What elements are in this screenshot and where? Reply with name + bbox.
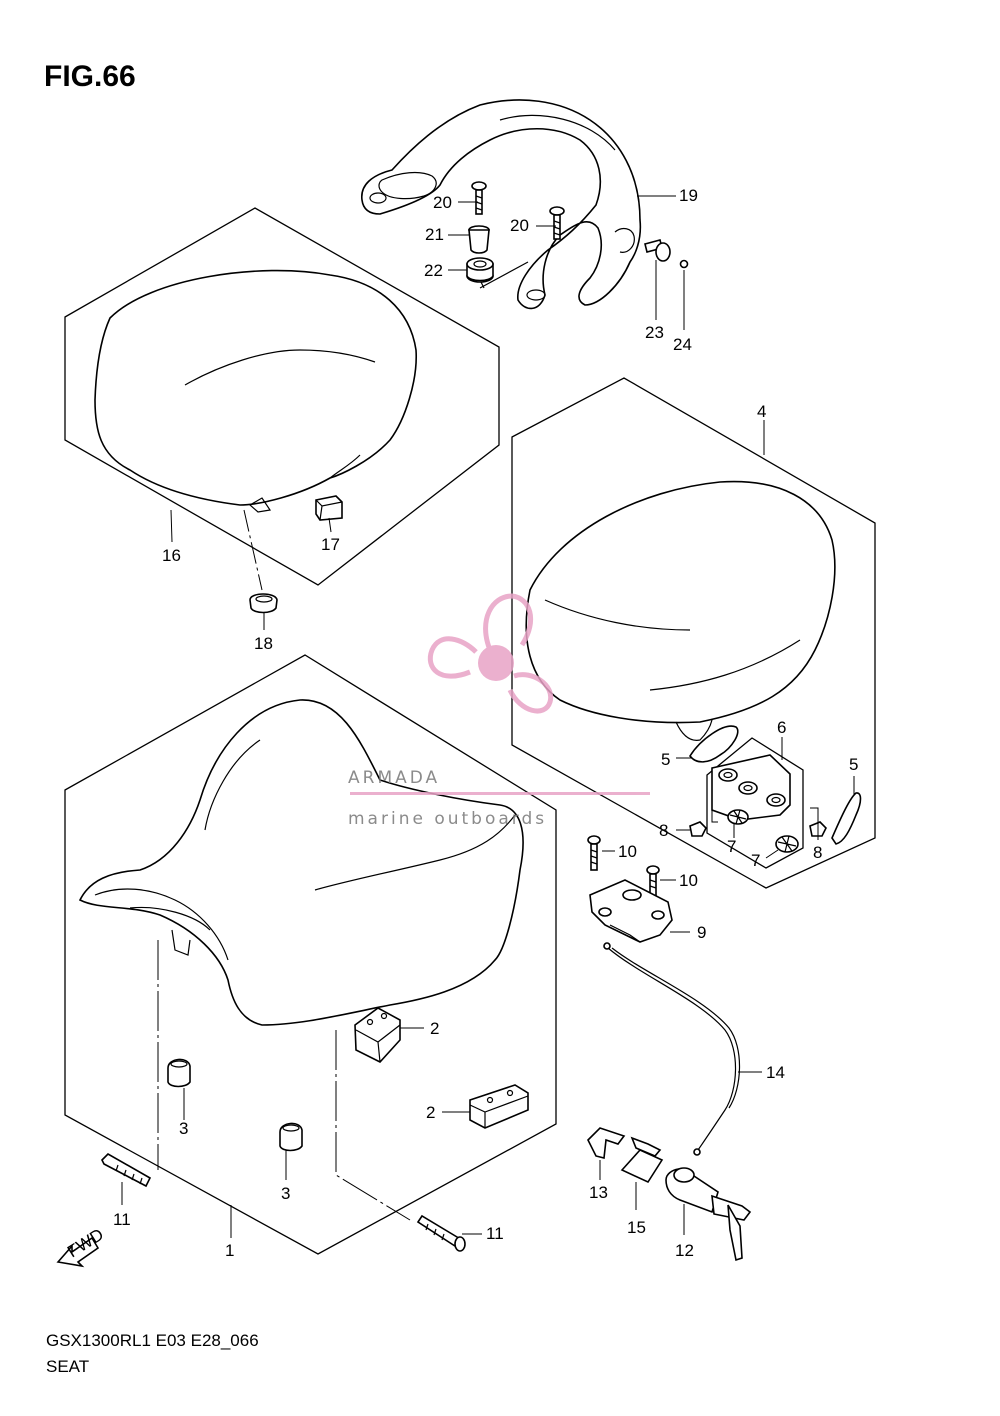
callout-5b: 5 [849, 755, 858, 774]
key-cylinder-part-12 [665, 1167, 752, 1262]
callout-13: 13 [589, 1183, 608, 1202]
front-seat-part [78, 699, 524, 1026]
clip-part-24 [679, 259, 689, 269]
grommet-part-18 [249, 593, 278, 614]
watermark-tagline: marine outboards [348, 809, 547, 829]
section-name: SEAT [46, 1357, 90, 1376]
watermark-brand: ARMADA [348, 768, 440, 788]
bolt-part-20b [549, 206, 565, 240]
callout-22: 22 [424, 261, 443, 280]
seat-tail-cover-part [525, 480, 836, 741]
tail-cover-box [511, 377, 876, 889]
bolt-part-11a [101, 1153, 152, 1188]
bolt-part-20a [471, 181, 487, 215]
callout-3b: 3 [281, 1184, 290, 1203]
rear-seat-box [64, 207, 500, 586]
cushion-part-5b [831, 792, 862, 845]
callout-20b: 20 [510, 216, 529, 235]
lock-arm-part-13 [587, 1127, 626, 1159]
callout-2a: 2 [430, 1019, 439, 1038]
figure-title: FIG.66 [44, 60, 136, 93]
callout-11a: 11 [113, 1210, 131, 1229]
callout-19: 19 [679, 186, 698, 205]
callout-3a: 3 [179, 1119, 188, 1138]
callout-5a: 5 [661, 750, 670, 769]
forward-arrow-icon: FWD [56, 1225, 107, 1268]
bolt-part-10a [587, 835, 601, 871]
callout-leaders [121, 195, 855, 1238]
lock-cable-part-14 [603, 942, 741, 1156]
callout-24: 24 [673, 335, 692, 354]
callout-17: 17 [321, 535, 340, 554]
callout-15: 15 [627, 1218, 646, 1237]
callout-4: 4 [757, 402, 766, 421]
callout-20a: 20 [433, 193, 452, 212]
lock-plate-part-15 [620, 1136, 664, 1184]
callout-23: 23 [645, 323, 664, 342]
callout-numbers: 19 20 20 21 22 23 24 16 17 18 4 5 6 5 8 … [113, 186, 858, 1260]
front-seat-box [64, 654, 557, 1255]
grommet-part-22 [466, 257, 494, 283]
callout-10b: 10 [679, 871, 698, 890]
callout-14: 14 [766, 1063, 785, 1082]
screw-part-23 [644, 239, 671, 262]
tail-lock-subbox [706, 737, 804, 869]
callout-21: 21 [425, 225, 444, 244]
seat-lock-part-9 [589, 879, 673, 943]
callout-8b: 8 [813, 843, 822, 862]
seat-pad-part-17 [315, 495, 343, 521]
callout-12: 12 [675, 1241, 694, 1260]
callout-16: 16 [162, 546, 181, 565]
callout-9: 9 [697, 923, 706, 942]
callout-11b: 11 [486, 1224, 504, 1243]
nut-part-8a [689, 821, 707, 837]
callout-7a: 7 [727, 837, 736, 856]
cushion-part-3a [167, 1058, 191, 1088]
callout-7b: 7 [751, 851, 760, 870]
callout-8a: 8 [659, 821, 668, 840]
watermark-logo: ARMADA marine outboards [348, 593, 650, 829]
propeller-icon [427, 593, 554, 714]
cushion-part-5a [689, 725, 739, 763]
propeller-hub-icon [478, 645, 514, 681]
callout-10a: 10 [618, 842, 637, 861]
grab-rail-part [361, 99, 642, 310]
rear-seat-part [94, 269, 417, 513]
bolt-part-11b [416, 1214, 466, 1252]
cushion-part-3b [279, 1122, 303, 1152]
seat-damper-part-2a [354, 1007, 401, 1063]
damper-part-7b [775, 835, 799, 853]
callout-2b: 2 [426, 1103, 435, 1122]
lock-bracket-part-6 [711, 754, 791, 821]
collar-part [468, 225, 490, 254]
watermark-divider [350, 792, 650, 795]
seat-damper-part-2b [469, 1084, 529, 1129]
callout-1: 1 [225, 1241, 234, 1260]
callout-6: 6 [777, 718, 786, 737]
model-code: GSX1300RL1 E03 E28_066 [46, 1331, 259, 1350]
damper-part-7a [727, 809, 749, 825]
callout-18: 18 [254, 634, 273, 653]
